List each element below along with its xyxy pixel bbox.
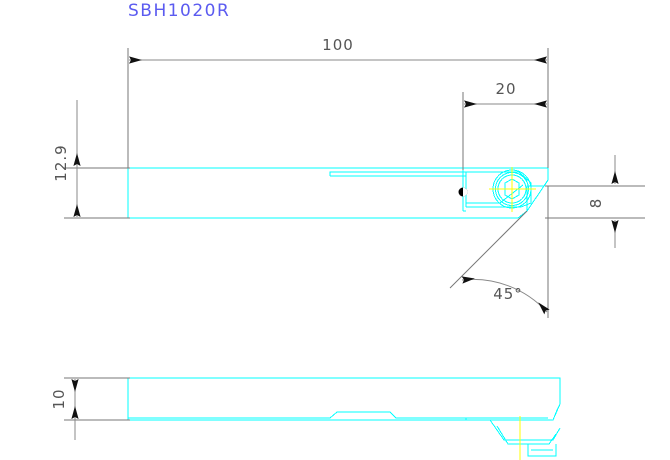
bottom-boss-outline [527, 444, 557, 457]
overall-length-label: 100 [322, 36, 354, 54]
bottom-nose-outline [489, 419, 561, 441]
angle-arc [461, 276, 550, 315]
node-dot-highlight [463, 187, 468, 197]
relief-step-line [329, 171, 466, 176]
nose-height-label: 8 [587, 198, 605, 209]
nose-chamfer-face [526, 185, 545, 212]
bottom-view [127, 377, 561, 457]
shank-height-dimension [64, 100, 130, 219]
head-length-label: 20 [495, 80, 516, 98]
screw-centerlines [489, 167, 536, 212]
bottom-relief-profile [128, 411, 548, 419]
shank-height-label: 12.9 [52, 144, 70, 181]
nose-angle-dimension [449, 186, 550, 318]
angle-leader-diagonal [449, 210, 528, 289]
reference-node-marker [458, 187, 468, 197]
shank-width-dimension [64, 377, 130, 440]
part-number-title: SBH1020R [128, 1, 230, 21]
nose-height-dimension [545, 155, 645, 248]
pocket-inner-face [466, 184, 524, 204]
head-length-dimension [462, 92, 549, 170]
nose-angle-label: 45° [493, 285, 523, 303]
shank-width-label: 10 [50, 388, 68, 409]
bottom-chamfer-edge [552, 403, 561, 421]
